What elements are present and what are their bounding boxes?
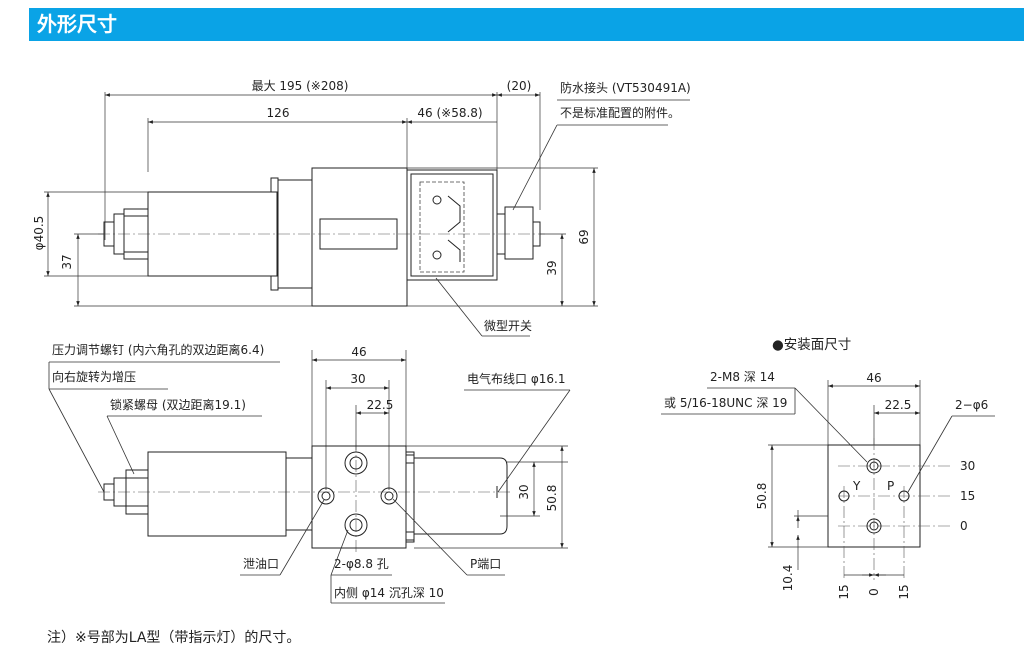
bottom-tick-0: 0 [867,588,881,596]
p-port-label: P端口 [470,557,501,571]
front-dim-30: 30 [350,372,365,386]
port-y-hole [838,490,850,502]
switch-label: 微型开关 [484,319,532,333]
mount-dim-50-8: 50.8 [755,483,769,510]
bottom-tick-15-right: 15 [897,584,911,599]
dim-39: 39 [545,260,559,275]
right-tick-15: 15 [960,489,975,503]
thread-alt-label: 或 5/16-18UNC 深 19 [664,396,787,410]
bottom-tick-15-left: 15 [837,584,851,599]
dim-126: 126 [267,106,290,120]
dim-37: 37 [60,254,74,269]
front-dim-46: 46 [351,345,366,359]
dim-dia-40-5: φ40.5 [32,216,46,251]
front-dim-50-8: 50.8 [545,485,559,512]
port-y-label: Y [852,479,861,493]
mount-view: ●安装面尺寸 2-M8 深 14 或 5/16-18UNC 深 19 2−φ6 … [661,337,995,600]
dim-overall: 最大 195 (※208) [252,79,349,93]
mount-dim-10-4: 10.4 [781,565,795,592]
counterbore-label: 内侧 φ14 沉孔深 10 [334,586,444,600]
thread-label: 2-M8 深 14 [710,370,775,384]
mount-dim-46: 46 [866,371,881,385]
port-p-label: P [887,479,894,493]
right-tick-30: 30 [960,459,975,473]
section-title: 外形尺寸 [29,8,1024,41]
top-view: 最大 195 (※208) 126 46 (※58.8) (20) [32,79,691,337]
mount-title: ●安装面尺寸 [772,337,851,353]
footnote: 注）※号部为LA型（带指示灯）的尺寸。 [47,630,301,646]
dim-20: (20) [507,79,532,93]
plug-note: 不是标准配置的附件。 [560,105,680,120]
screw-label: 压力调节螺钉 (内六角孔的双边距离6.4) [52,342,264,357]
mount-dim-22-5: 22.5 [885,398,912,412]
plug-label: 防水接头 (VT530491A) [560,80,691,95]
right-tick-0: 0 [960,519,968,533]
front-dim-22-5: 22.5 [367,398,394,412]
hole-label: 2-φ8.8 孔 [334,557,389,571]
pin-hole-label: 2−φ6 [955,398,988,412]
wiring-label: 电气布线口 φ16.1 [467,371,565,386]
drain-label: 泄油口 [243,557,279,571]
front-view: 压力调节螺钉 (内六角孔的双边距离6.4) 向右旋转为增压 锁紧螺母 (双边距离… [48,342,571,604]
thread-hole-bottom [866,518,882,534]
port-p-hole [898,490,910,502]
thread-hole-top [866,458,882,474]
front-dim-v30: 30 [517,484,531,499]
dim-46-58: 46 (※58.8) [417,106,482,120]
screw-note: 向右旋转为增压 [52,369,136,384]
nut-label: 锁紧螺母 (双边距离19.1) [110,397,246,412]
dim-69: 69 [577,229,591,244]
